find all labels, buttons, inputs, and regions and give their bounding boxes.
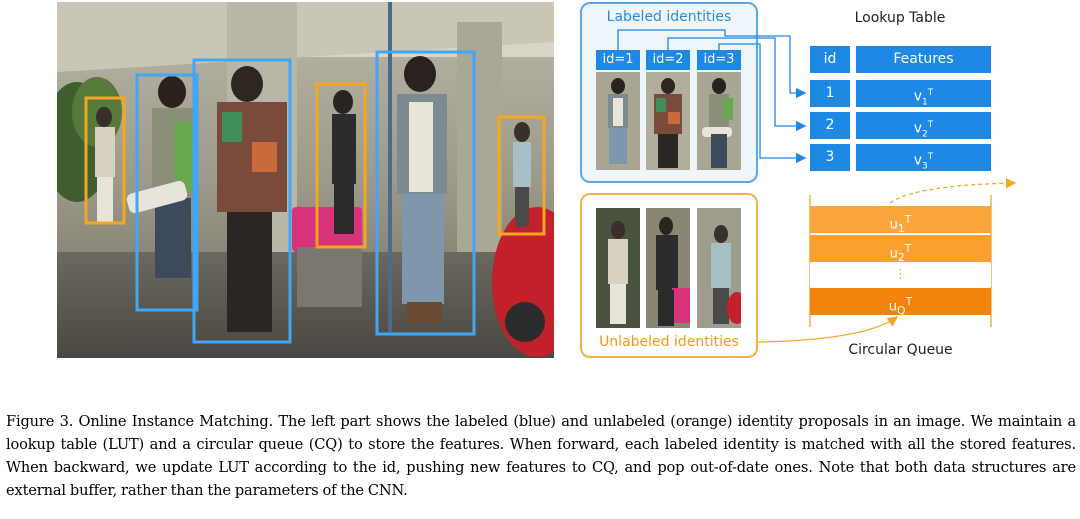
cq-row: u1T [810,206,991,235]
unlabeled-thumbnail-3 [697,208,741,328]
person-6 [513,122,531,227]
person-1 [95,107,115,222]
unlabeled-identities-title: Unlabeled identities [599,334,739,350]
person-2 [126,76,197,278]
labeled-identities-title: Labeled identities [606,9,732,25]
lookup-table-title: Lookup Table [854,10,946,26]
figure-caption: Figure 3. Online Instance Matching. The … [6,413,1076,499]
lut-row-id: 1 [810,80,850,107]
labeled-box-2 [192,58,292,344]
circular-queue-title: Circular Queue [848,342,953,358]
person-5 [388,2,447,332]
lut-row-id: 2 [810,112,850,139]
cq-row: u2T [810,235,991,264]
unlabeled-box-2 [315,82,367,249]
lut-header-features: Features [856,46,991,73]
labeled-thumbnail-1 [596,72,640,170]
scene-illustration [57,2,554,358]
labeled-thumbnail-3 [697,72,741,170]
scene-photo [57,2,554,358]
labeled-box-3 [375,50,476,336]
id-tag-3: id=3 [697,50,741,70]
lut-row-feature: v2T [856,112,991,139]
id-to-lut-arrows [617,29,807,164]
unlabeled-to-queue-arrow [757,316,899,343]
lut-row-id: 3 [810,144,850,171]
lut-row-feature: v1T [856,80,991,107]
unlabeled-thumbnail-1 [596,208,640,328]
cq-row: uQT [810,288,991,317]
unlabeled-box-1 [84,96,126,225]
person-4 [332,90,356,234]
unlabeled-thumbnail-2 [646,208,690,328]
pop-arrow [889,177,1017,204]
labeled-thumbnail-2 [646,72,690,170]
id-tag-2: id=2 [646,50,690,70]
lut-row-feature: v3T [856,144,991,171]
person-3 [217,66,287,332]
unlabeled-box-3 [497,115,546,236]
cq-ellipsis: ⋮ [810,263,991,287]
lut-header-id: id [810,46,850,73]
id-tag-1: id=1 [596,50,640,70]
labeled-box-1 [135,73,199,312]
